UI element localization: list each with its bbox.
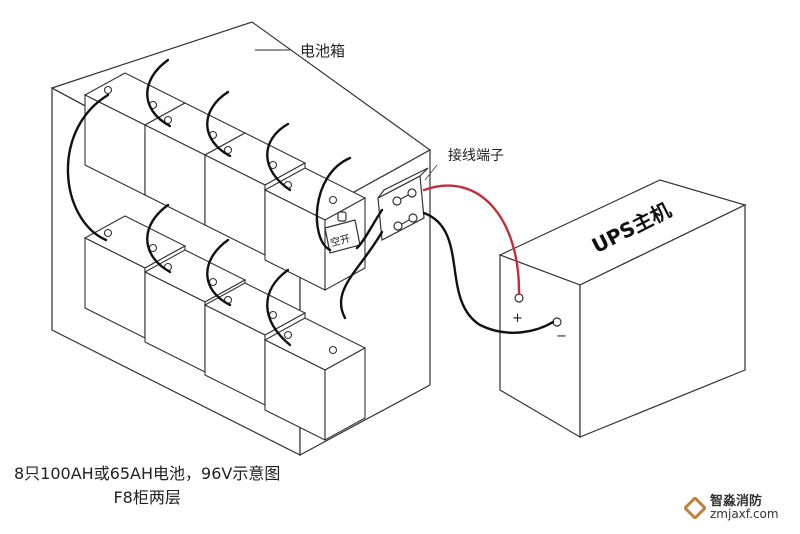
terminal-block	[377, 167, 429, 241]
cable-link	[339, 230, 384, 320]
cable-link	[266, 122, 292, 192]
cable-link	[66, 93, 110, 242]
svg-text:+: +	[512, 311, 523, 326]
positive-cable	[422, 184, 521, 296]
cable-link	[206, 238, 232, 307]
battery-terminal	[103, 228, 113, 238]
svg-text:−: −	[556, 329, 567, 344]
battery-terminal	[328, 195, 338, 205]
cable-link	[146, 58, 172, 128]
cable-link	[206, 90, 232, 158]
logo-icon	[684, 497, 706, 519]
watermark-name: 智淼消防	[710, 494, 763, 509]
caption-line-2: F8柜两层	[113, 488, 181, 507]
caption: 8只100AH或65AH电池，96V示意图 F8柜两层	[14, 462, 280, 510]
battery	[263, 317, 367, 441]
cable-link	[146, 203, 172, 274]
battery-box-label: 电池箱	[300, 42, 346, 60]
terminal-label: 接线端子	[448, 148, 504, 164]
battery-terminal	[103, 85, 113, 95]
watermark: 智淼消防 zmjaxf.com	[684, 495, 779, 521]
negative-cable	[422, 211, 555, 334]
breaker	[324, 211, 361, 254]
watermark-url: zmjaxf.com	[710, 507, 779, 521]
battery-group	[83, 72, 367, 441]
cable-link	[355, 208, 384, 250]
battery-terminal	[283, 330, 293, 340]
ups-host	[498, 179, 747, 439]
battery-terminal	[223, 145, 233, 155]
caption-line-1: 8只100AH或65AH电池，96V示意图	[14, 464, 281, 483]
battery-terminal	[163, 115, 173, 125]
cable-link	[266, 268, 292, 347]
cable-link	[315, 156, 352, 252]
battery-terminal	[328, 345, 338, 355]
battery-terminal	[208, 277, 218, 287]
